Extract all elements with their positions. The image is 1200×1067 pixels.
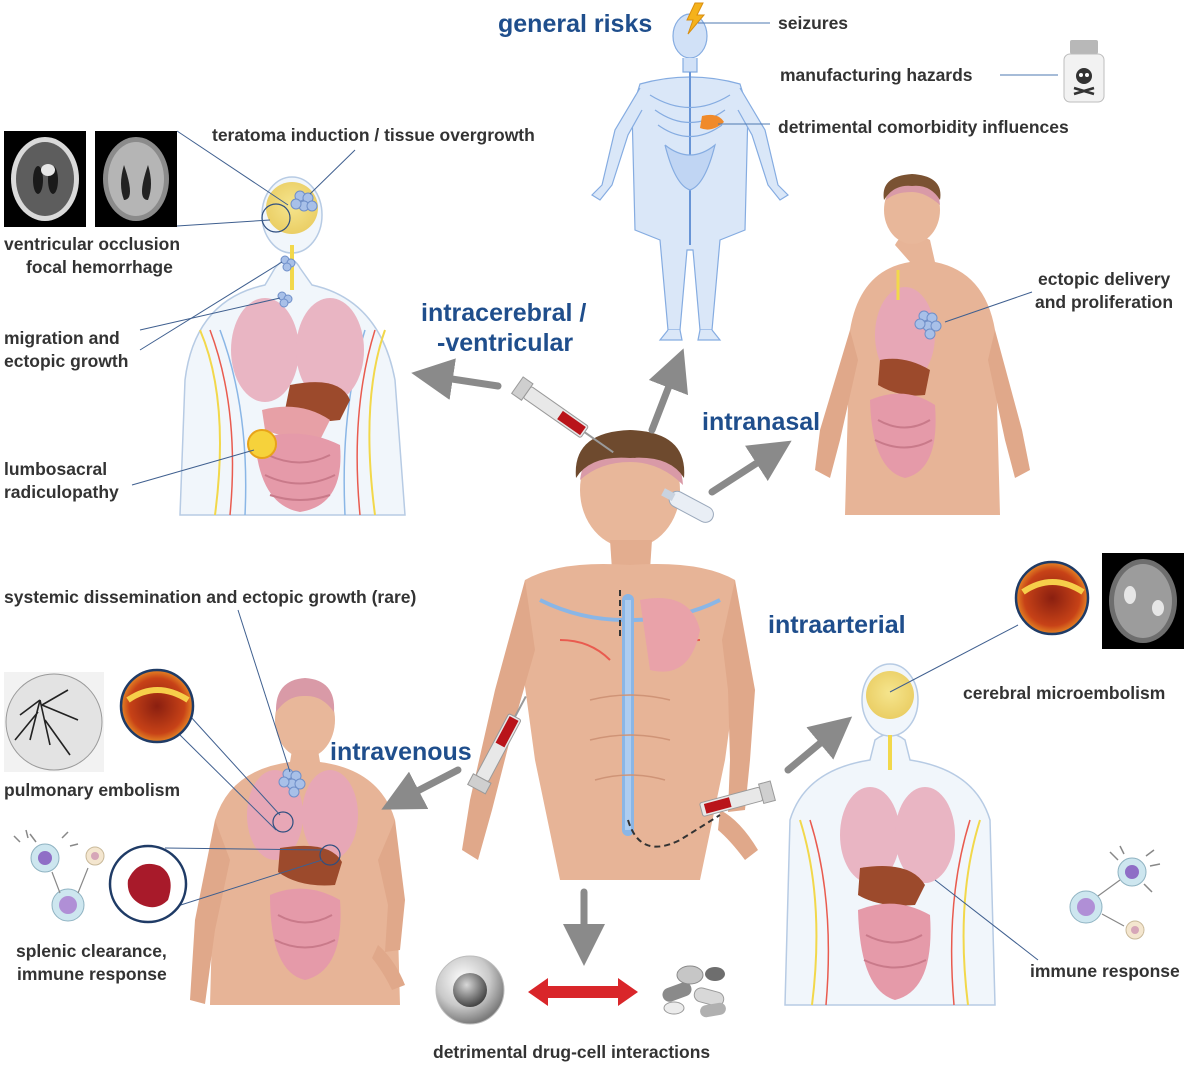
splenic-immune-label-line2: immune response bbox=[17, 964, 167, 984]
teratoma-label: teratoma induction / tissue overgrowth bbox=[212, 125, 535, 145]
drug-cell-interactions-label: detrimental drug-cell interactions bbox=[433, 1042, 711, 1062]
ct-scan-image bbox=[4, 131, 86, 227]
central-figure bbox=[462, 430, 758, 880]
focal-hemorrhage-label: focal hemorrhage bbox=[26, 257, 173, 277]
ectopic-cluster-icon bbox=[914, 310, 942, 340]
systemic-dissemination-label: systemic dissemination and ectopic growt… bbox=[4, 587, 417, 607]
immune-cells-left-icon bbox=[13, 829, 105, 922]
intravenous-syringe-icon bbox=[467, 695, 527, 795]
intraarterial-syringe-icon bbox=[699, 780, 776, 817]
spleen-marker bbox=[319, 844, 341, 866]
intravenous-figure bbox=[190, 678, 405, 1005]
seizures-label: seizures bbox=[778, 13, 849, 33]
toxic-vial-icon bbox=[1063, 40, 1105, 103]
general-risks-figure bbox=[591, 13, 789, 341]
stem-cell-icon bbox=[435, 955, 505, 1025]
vessel-embolism-icon bbox=[119, 668, 195, 744]
migration-label-line2: ectopic growth bbox=[4, 351, 129, 371]
lumbosacral-label-line1: lumbosacral bbox=[4, 459, 108, 479]
comorbidity-label: detrimental comorbidity influences bbox=[778, 117, 1069, 137]
ectopic-delivery-label-line1: ectopic delivery bbox=[1038, 269, 1171, 289]
pulmonary-embolism-label: pulmonary embolism bbox=[4, 780, 181, 800]
immune-response-label: immune response bbox=[1030, 961, 1180, 981]
ectopic-delivery-label-line2: and proliferation bbox=[1035, 292, 1174, 312]
tumor-cluster-icon bbox=[290, 190, 318, 212]
intracerebral-title-line2: -ventricular bbox=[437, 329, 574, 357]
spleen-icon bbox=[108, 844, 188, 924]
pancreas-icon bbox=[700, 114, 724, 130]
manufacturing-hazards-label: manufacturing hazards bbox=[780, 65, 973, 85]
double-arrow-icon bbox=[528, 978, 638, 1006]
venous-cluster-icon bbox=[278, 768, 306, 798]
lung-marker bbox=[272, 811, 294, 833]
intraarterial-figure bbox=[784, 663, 996, 1006]
intraarterial-leader-lines bbox=[889, 624, 1039, 961]
ventricular-occlusion-label: ventricular occlusion bbox=[4, 234, 181, 254]
intracerebral-syringe-icon bbox=[510, 376, 614, 454]
arterial-embolism-icon bbox=[1014, 560, 1090, 636]
radiculopathy-marker bbox=[247, 429, 277, 459]
general-risks-title: general risks bbox=[498, 10, 653, 38]
occlusion-marker bbox=[261, 203, 291, 233]
intranasal-leader-line bbox=[944, 291, 1033, 323]
splenic-clearance-label-line1: splenic clearance, bbox=[16, 941, 167, 961]
intracerebral-leader-lines bbox=[131, 130, 356, 486]
cerebral-microembolism-label: cerebral microembolism bbox=[963, 683, 1166, 703]
nasal-applicator-icon bbox=[661, 488, 714, 523]
route-arrows bbox=[381, 348, 853, 966]
mri-scan-image bbox=[95, 131, 177, 227]
intracerebral-title-line1: intracerebral / bbox=[421, 299, 587, 327]
drug-pills-icon bbox=[662, 965, 726, 1018]
migration-label-line1: migration and bbox=[4, 328, 120, 348]
pulmonary-angiogram-image bbox=[4, 672, 104, 772]
intravenous-leader-lines bbox=[164, 609, 323, 911]
lightning-icon bbox=[686, 2, 706, 35]
intracerebral-figure bbox=[179, 176, 406, 516]
intravenous-title: intravenous bbox=[330, 738, 472, 766]
intranasal-title: intranasal bbox=[702, 408, 821, 436]
immune-cells-right-icon bbox=[1069, 845, 1161, 940]
brain-mri-image bbox=[1102, 553, 1184, 649]
intraarterial-title: intraarterial bbox=[768, 611, 906, 639]
intranasal-figure bbox=[815, 174, 1030, 516]
lumbosacral-label-line2: radiculopathy bbox=[4, 482, 119, 502]
